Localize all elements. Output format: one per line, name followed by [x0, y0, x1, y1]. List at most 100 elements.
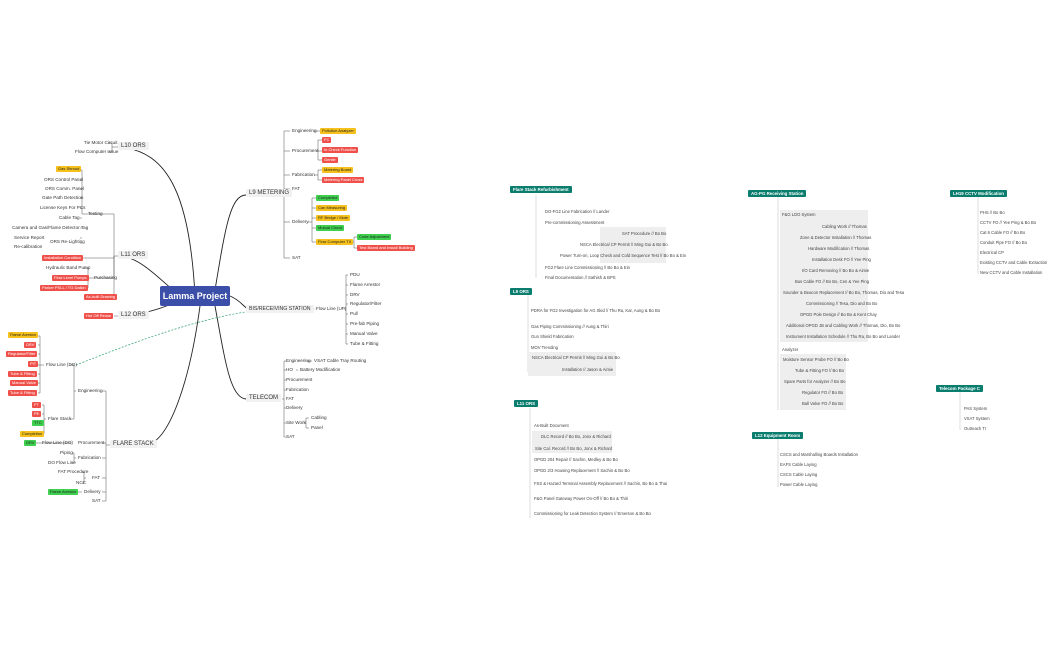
ag-row[interactable]: Moisture Sensor Probe FO // Bo Bo [783, 357, 849, 362]
lh-row[interactable]: New CCTV and Cable Installation [980, 270, 1043, 275]
flare-flare-stack-sub[interactable]: Flare Stack [48, 416, 72, 421]
l12-ors-node[interactable]: L12 ORS [118, 311, 149, 319]
telecom-item[interactable]: Fabrication [286, 387, 309, 392]
panel-telecom-c-title[interactable]: Telecom Package C [936, 385, 983, 392]
ag-row[interactable]: F&G LDO System [782, 212, 816, 217]
telecom-node[interactable]: TELECOM [246, 394, 282, 402]
recv-item[interactable]: Pre-fab Piping [350, 321, 380, 326]
l11ors-row[interactable]: F&G Panel Gateway Power On-Off // Bo Bo … [534, 496, 629, 501]
ag-row[interactable]: Regulator FO // Bo Bo [802, 390, 844, 395]
flare-refurb-row[interactable]: Pre-commissioning Assessment [545, 220, 605, 225]
l11-purch-item[interactable]: Hydraulic Band Pump [46, 265, 91, 270]
telecom-item[interactable]: Delivery [286, 405, 303, 410]
telecom-c-row[interactable]: PAS System [964, 406, 988, 411]
panel-flare-refurb-title[interactable]: Flare Stack Refurbishment [510, 186, 572, 193]
l11-test-item[interactable]: Gate Path Detection [42, 195, 84, 200]
l9ors-row[interactable]: Gun Shield Fabrication [531, 334, 574, 339]
ag-row[interactable]: Zone & Detector Installation // Thomas [800, 235, 872, 240]
l9ors-row[interactable]: Installation // Jason & Aimie [562, 367, 614, 372]
l9ors-row[interactable]: PDRA for FG2 Investigation for AG Skid /… [531, 308, 661, 313]
telecom-site-sub[interactable]: Cabling [311, 415, 327, 420]
panel-l12eq-title[interactable]: L12 Equipment Room [752, 432, 804, 439]
ag-row[interactable]: Commissioning // Tesa, Dio and Bo Bo [806, 301, 878, 306]
flare-flow-line[interactable]: Flow Line (DO) [46, 362, 77, 367]
ag-row[interactable]: Installation Desk FO // Yee Ping [812, 257, 871, 262]
l9-engineering[interactable]: Engineering [292, 128, 317, 133]
recv-item[interactable]: Flame Arrestor [350, 282, 381, 287]
telecom-item[interactable]: FAT [286, 396, 295, 401]
telecom-item[interactable]: Engineering [286, 358, 311, 363]
central-topic[interactable]: Lamma Project [160, 286, 230, 306]
l12eq-row[interactable]: EAFS Cable Laying [780, 462, 817, 467]
l9ors-row[interactable]: MOV Trending [531, 345, 558, 350]
ag-row[interactable]: Sounder & Beacon Replacement // Bo Bo, T… [783, 290, 905, 295]
ag-row[interactable]: Spare Parts for Analyzer // Bo Bo [784, 379, 846, 384]
telecom-item[interactable]: SAT [286, 434, 295, 439]
l11-test-item[interactable]: Service Report [14, 235, 45, 240]
l9-fabrication[interactable]: Fabrication [292, 172, 315, 177]
lh-row[interactable]: Electrical CP [980, 250, 1004, 255]
ag-row[interactable]: Tube & Fitting FO // Bo Bo [795, 368, 844, 373]
l11ors-row[interactable]: Site Cal. Record // Bo Bo, Jonx & Richar… [535, 446, 613, 451]
flare-refurb-row[interactable]: SAT Procedure // Bo Bo [622, 231, 667, 236]
l9-fat[interactable]: FAT [292, 186, 301, 191]
flare-fab-item[interactable]: DO Flow Line [48, 460, 76, 465]
l9-metering-node[interactable]: L9 METERING [246, 189, 293, 197]
flare-proc-sub[interactable]: Flow Line (DO) [42, 440, 73, 445]
l11-test-item[interactable]: Re-calibration [14, 244, 43, 249]
l10-ors-node[interactable]: L10 ORS [118, 142, 149, 150]
l11ors-row[interactable]: Commissioning for Leak Detection System … [534, 511, 651, 516]
telecom-c-row[interactable]: VSAT System [964, 416, 990, 421]
panel-lh-title[interactable]: LH19 CCTV Modification [950, 190, 1007, 197]
recv-item[interactable]: DRV [350, 292, 360, 297]
l11-test-item[interactable]: ORS Control Panel [44, 177, 84, 182]
lh-row[interactable]: PHS // Bo Bo [980, 210, 1005, 215]
lh-row[interactable]: Cat 6 Cable FO // Bo Bo [980, 230, 1026, 235]
recv-item[interactable]: Tube & Fitting [350, 341, 379, 346]
l11-test-item[interactable]: ORS Comm. Panel [45, 186, 85, 191]
recv-item[interactable]: Regulator/Filter [350, 301, 382, 306]
telecom-c-row[interactable]: Outreach TI [964, 426, 987, 431]
panel-l11ors-title[interactable]: L11 ORS [514, 400, 539, 407]
l10-item[interactable]: Tie Motor Circuit [84, 140, 118, 145]
l11-sub-tag[interactable]: ORS Re-Lighting [50, 239, 85, 244]
telecom-ho-sub[interactable]: Battery Modification [300, 367, 341, 372]
l12eq-row[interactable]: CSCS and Marshalling Boards Installation [780, 452, 858, 457]
l11ors-row[interactable]: OPGD 204 Repair // Sachin, Medley & Bo B… [534, 457, 618, 462]
l11-purchasing[interactable]: Purchasing [94, 275, 117, 280]
ag-row[interactable]: Ball Valve FO // Bo Bo [802, 401, 844, 406]
lh-row[interactable]: CCTV FO // Yee Ping & Bo Bo [980, 220, 1037, 225]
flare-engineering[interactable]: Engineering [78, 388, 103, 393]
l11-test-item[interactable]: License Keys For PCs [40, 205, 86, 210]
l9-procurement[interactable]: Procurement [292, 148, 319, 153]
ag-row[interactable]: Instrument Installation Schedule // Thu … [786, 334, 900, 339]
panel-ag-title[interactable]: AG-PG Receiving Station [748, 190, 807, 197]
l11-test-item[interactable]: Cable Tag [59, 215, 80, 220]
telecom-site-sub[interactable]: Panel [311, 425, 323, 430]
panel-l9ors-title[interactable]: L9 ORS [510, 288, 532, 295]
ag-row[interactable]: Analyzer [782, 347, 799, 352]
flare-delivery[interactable]: Delivery [84, 489, 101, 494]
l11ors-row[interactable]: OPGD 2/3 Housing Replacement // Sachin &… [534, 468, 630, 473]
l11-ors-node[interactable]: L11 ORS [118, 251, 149, 259]
flare-sat[interactable]: SAT [92, 498, 101, 503]
l12eq-row[interactable]: Power Cable Laying [780, 482, 818, 487]
ag-row[interactable]: Hardware Modification // Thomas [808, 246, 870, 251]
l11ors-row[interactable]: FSS & Hazard Terminal Assembly Replaceme… [534, 481, 667, 486]
flare-refurb-row[interactable]: Power Turn-on, Loop Check and Cold Seque… [560, 253, 687, 258]
flare-refurb-row[interactable]: NSCA Electrical CP Permit // Ming Gui & … [580, 242, 668, 247]
l11-test-item[interactable]: Camera and Gas/Flame Detector Tag [12, 225, 89, 230]
l9-delivery[interactable]: Delivery [292, 219, 309, 224]
l11-testing[interactable]: Testing [88, 211, 103, 216]
recv-item[interactable]: PDU [350, 272, 360, 277]
telecom-item[interactable]: HO [286, 367, 293, 372]
flare-refurb-row[interactable]: FG2 Flare Line Commissioning // Bo Bo & … [545, 265, 630, 270]
l9-sat[interactable]: SAT [292, 255, 301, 260]
flare-procurement[interactable]: Procurement [78, 440, 105, 445]
telecom-eng-sub[interactable]: VSAT Cable Tray Routing [314, 358, 367, 363]
l12eq-row[interactable]: CSCS Cable Laying [780, 472, 818, 477]
flare-fabrication[interactable]: Fabrication [78, 455, 101, 460]
receiving-station-node[interactable]: BIS/RECEIVING STATION [246, 305, 314, 313]
flare-refurb-row[interactable]: Final Documentation // Sathish & BPS [545, 275, 616, 280]
flare-fat-item[interactable]: FAT Procedure [58, 469, 89, 474]
